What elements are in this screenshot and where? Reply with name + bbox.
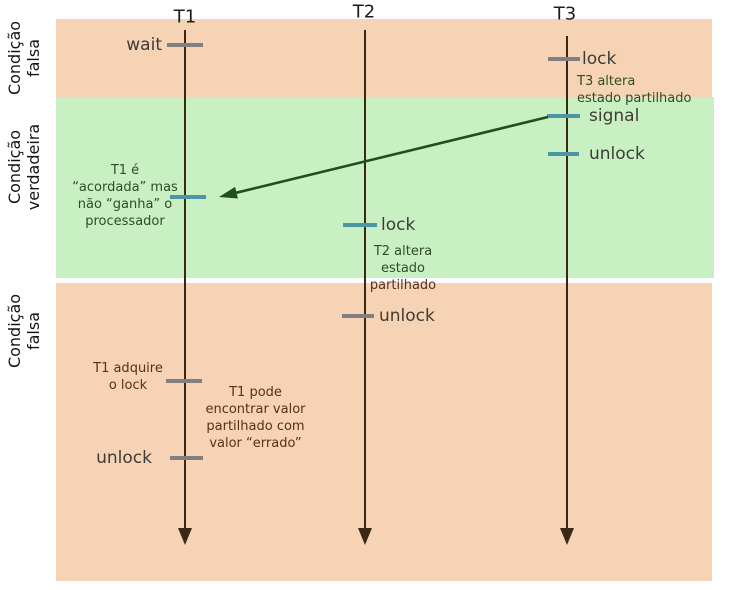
timeline-t2-arrowhead-icon xyxy=(358,528,372,545)
timeline-t3 xyxy=(566,36,568,528)
signal-arrow-icon xyxy=(219,115,549,199)
t2-unlock-tick xyxy=(342,314,374,318)
t3-state-annotation: T3 altera estado partilhado xyxy=(577,74,692,106)
t2-lock-tick xyxy=(343,223,377,227)
band-label-bottom-line2: falsa xyxy=(24,311,43,351)
t2-state-annotation-bottom: partilhado xyxy=(369,278,437,293)
band-label-middle-line1: Condição xyxy=(5,129,24,205)
band-label-top: Condição falsa xyxy=(5,21,43,95)
t3-signal-label: signal xyxy=(589,106,640,126)
timeline-t1-arrowhead-icon xyxy=(178,528,192,545)
t3-unlock-tick xyxy=(548,152,579,156)
band-condition-false-bottom xyxy=(56,283,712,581)
thread-header-t2: T2 xyxy=(352,1,376,23)
t3-signal-tick xyxy=(547,114,580,118)
t1-wait-label: wait xyxy=(126,35,162,55)
t3-unlock-label: unlock xyxy=(589,144,645,164)
band-condition-false-top xyxy=(56,19,712,97)
t1-unlock-label: unlock xyxy=(96,448,152,468)
band-label-top-line2: falsa xyxy=(24,38,43,78)
t1-wait-tick xyxy=(167,43,203,47)
t1-acquire-tick xyxy=(166,379,202,383)
t3-lock-tick xyxy=(548,57,580,61)
band-label-bottom-line1: Condição xyxy=(5,293,24,369)
band-label-bottom: Condição falsa xyxy=(5,294,43,368)
t2-state-annotation-top: T2 altera estado xyxy=(373,244,433,276)
t1-wrong-value-annotation: T1 pode encontrar valor partilhado com v… xyxy=(205,385,306,451)
t1-unlock-tick xyxy=(170,456,203,460)
band-label-top-line1: Condição xyxy=(5,20,24,96)
timeline-t2 xyxy=(364,30,366,528)
t3-lock-label: lock xyxy=(582,49,617,69)
t2-lock-label: lock xyxy=(381,215,416,235)
timeline-t3-arrowhead-icon xyxy=(560,528,574,545)
band-label-middle: Condição verdadeira xyxy=(5,124,43,210)
t1-wakeup-annotation: T1 é “acordada” mas não “ganha” o proces… xyxy=(72,163,178,229)
t1-acquire-annotation: T1 adquire o lock xyxy=(93,361,163,393)
timeline-t1 xyxy=(184,30,186,528)
band-label-middle-line2: verdadeira xyxy=(24,123,43,211)
thread-header-t3: T3 xyxy=(553,3,577,25)
t2-unlock-label: unlock xyxy=(379,306,435,326)
band-condition-true xyxy=(56,97,714,278)
t1-wakeup-tick xyxy=(170,195,206,199)
thread-header-t1: T1 xyxy=(173,6,197,28)
